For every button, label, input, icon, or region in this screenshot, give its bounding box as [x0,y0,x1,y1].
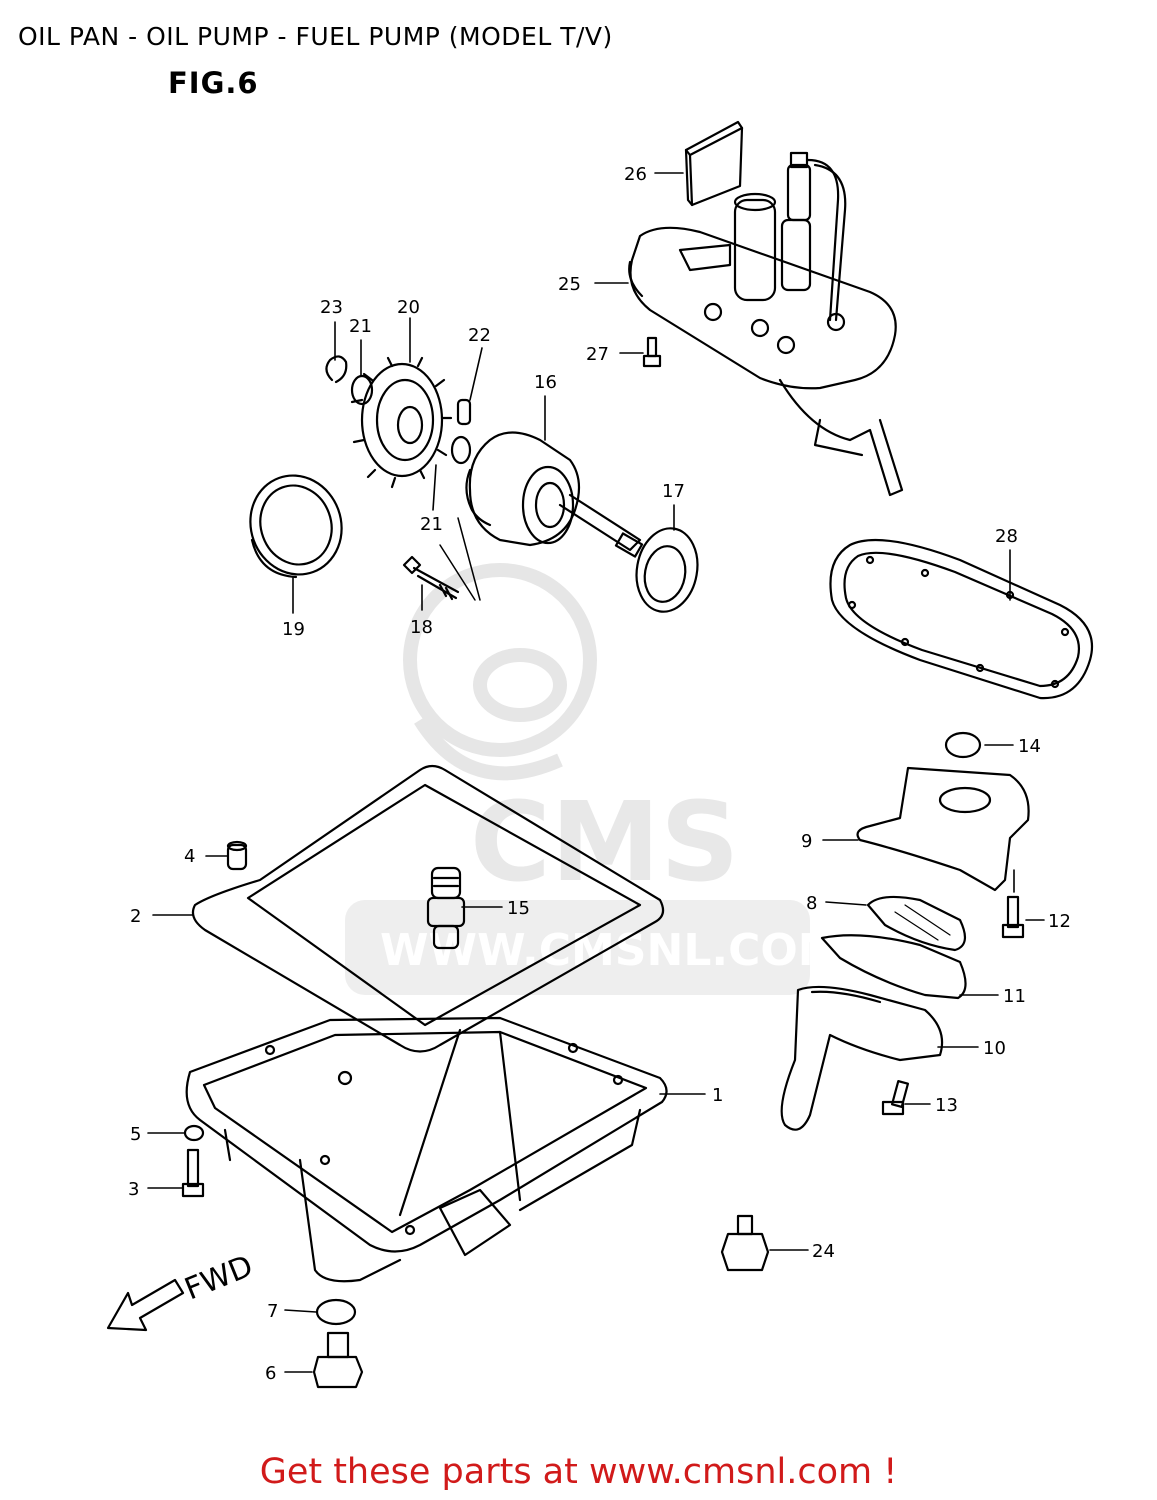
fuel-pump-gasket-icon [829,538,1094,700]
washer-21-icon [350,374,374,406]
fuel-filter-icon [684,120,744,207]
washer-21b-icon [450,435,472,465]
callout-13[interactable]: 13 [935,1095,958,1116]
callout-8[interactable]: 8 [806,893,817,914]
callout-28[interactable]: 28 [995,526,1018,547]
alignment-line [439,517,481,601]
callout-15[interactable]: 15 [507,898,530,919]
callout-6[interactable]: 6 [265,1363,276,1384]
callout-21b[interactable]: 21 [420,514,443,535]
callout-14[interactable]: 14 [1018,736,1041,757]
callout-11[interactable]: 11 [1003,986,1026,1007]
bolt-27-icon [642,336,662,368]
callout-4[interactable]: 4 [184,846,195,867]
washer-5-icon [183,1124,205,1142]
bolt-12-icon [1001,895,1025,939]
callout-10[interactable]: 10 [983,1038,1006,1059]
circlip-icon [325,355,348,384]
leader-lines [147,172,1045,1373]
bolt-13-icon [881,1080,910,1116]
callout-22[interactable]: 22 [468,325,491,346]
oil-pan-icon [185,1016,668,1283]
strainer-cover-icon [780,985,944,1131]
fwd-arrow-icon [106,1278,185,1332]
callout-19[interactable]: 19 [282,619,305,640]
cms-watermark [403,563,597,781]
callout-12[interactable]: 12 [1048,911,1071,932]
callout-2[interactable]: 2 [130,906,141,927]
pump-gasket-icon [635,527,699,613]
watermark-url: WWW.CMSNL.COM [380,925,842,976]
callout-23[interactable]: 23 [320,297,343,318]
callout-21[interactable]: 21 [349,316,372,337]
watermark-cms: CMS [470,778,739,906]
drain-plug-icon [312,1331,364,1389]
dowel-pin-icon [226,840,248,871]
callout-labels: 26 25 27 23 21 20 22 16 21 17 18 19 28 1… [128,164,1071,1384]
page-title: OIL PAN - OIL PUMP - FUEL PUMP (MODEL T/… [18,22,613,51]
drain-plug-gasket-icon [315,1298,357,1326]
o-ring-icon [944,731,982,759]
oil-pump-icon [465,431,644,558]
fwd-label: FWD [180,1249,258,1308]
callout-24[interactable]: 24 [812,1241,835,1262]
callout-9[interactable]: 9 [801,831,812,852]
oil-strainer-icon [866,895,967,952]
pin-icon [456,398,472,426]
drive-gear-icon [249,474,343,579]
callout-3[interactable]: 3 [128,1179,139,1200]
driven-gear-icon [350,356,453,489]
callout-5[interactable]: 5 [130,1124,141,1145]
oil-pan-bolt-icon [181,1148,205,1198]
watermark-band [345,900,810,995]
callout-27[interactable]: 27 [586,344,609,365]
strainer-gasket-icon [820,934,967,1000]
callout-25[interactable]: 25 [558,274,581,295]
callout-26[interactable]: 26 [624,164,647,185]
plug-icon [720,1214,770,1272]
oil-pressure-regulator-icon [426,866,466,950]
callout-1[interactable]: 1 [712,1085,723,1106]
oil-pan-gasket-icon [191,764,665,1053]
callout-16[interactable]: 16 [534,372,557,393]
callout-17[interactable]: 17 [662,481,685,502]
oil-pipe-icon [856,766,1030,892]
pump-bolt-icon [402,555,460,601]
callout-7[interactable]: 7 [267,1301,278,1322]
footer-link[interactable]: Get these parts at www.cmsnl.com ! [259,1452,898,1492]
callout-20[interactable]: 20 [397,297,420,318]
fuel-pump-icon [628,151,904,497]
callout-18[interactable]: 18 [410,617,433,638]
figure-label: FIG.6 [168,66,259,100]
